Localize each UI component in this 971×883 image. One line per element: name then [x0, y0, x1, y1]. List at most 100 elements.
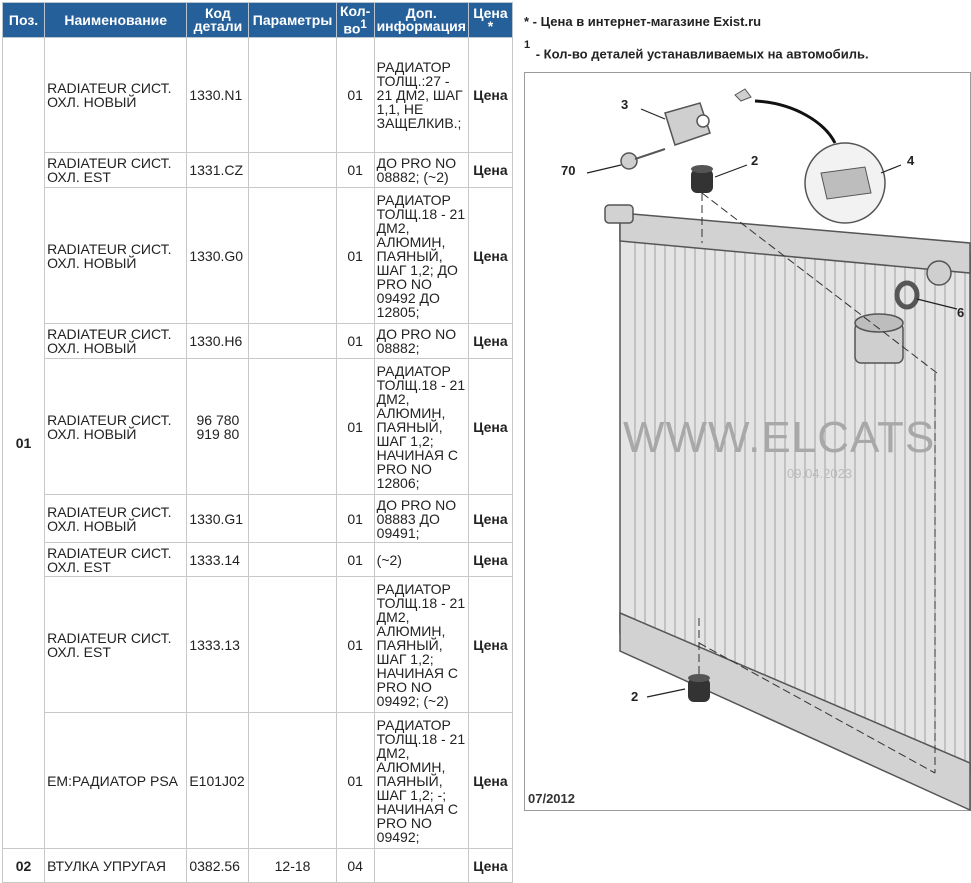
- radiator-diagram-svg: [586, 88, 971, 812]
- inlet-pipe: [604, 204, 634, 224]
- code-cell: 1330.G1: [186, 494, 250, 543]
- price-link[interactable]: Цена: [467, 37, 514, 153]
- params-cell: [248, 494, 337, 543]
- params-cell: [248, 187, 337, 324]
- qty-cell: 01: [335, 712, 375, 849]
- info-cell: РАДИАТОР ТОЛЩ.18 - 21 ДМ2, АЛЮМИН, ПАЯНЫ…: [373, 576, 469, 713]
- callout-2-bottom: 2: [631, 689, 639, 704]
- rubber-bush-bottom: [688, 674, 710, 702]
- qty-note: 1 - Кол-во деталей устанавливаемых на ав…: [524, 39, 869, 62]
- name-cell: RADIATEUR СИСТ. ОХЛ. НОВЫЙ: [44, 358, 188, 495]
- price-link[interactable]: Цена: [467, 152, 514, 188]
- qty-cell: 01: [335, 152, 375, 188]
- info-cell: РАДИАТОР ТОЛЩ.:27 - 21 ДМ2, ШАГ 1,1, НЕ …: [373, 37, 469, 153]
- parts-table: Поз. Наименование Код детали Параметры К…: [1, 2, 514, 883]
- header-code: Код детали: [186, 2, 250, 38]
- figure-date: 07/2012: [528, 791, 575, 806]
- price-note-prefix: *: [524, 14, 530, 29]
- callout-2-top: 2: [751, 153, 759, 168]
- code-cell: 1333.14: [186, 542, 250, 577]
- price-note-text: - Цена в интернет-магазине Exist.ru: [529, 14, 762, 29]
- header-name: Наименование: [44, 2, 188, 38]
- info-cell: [373, 848, 469, 883]
- params-cell: 12-18: [248, 848, 337, 883]
- name-cell: RADIATEUR СИСТ. ОХЛ. НОВЫЙ: [44, 37, 188, 153]
- code-cell: 96 780 919 80: [186, 358, 250, 495]
- params-cell: [248, 712, 337, 849]
- parts-diagram: 3 70 2 4 6 2 WWW.ELCATS 09.04.2023 07/20…: [524, 72, 971, 812]
- watermark-date: 09.04.2023: [787, 466, 853, 481]
- table-header-row: Поз. Наименование Код детали Параметры К…: [1, 2, 514, 38]
- qty-note-prefix: 1: [524, 39, 531, 51]
- callout-6: 6: [957, 305, 965, 320]
- name-cell: EM:РАДИАТОР PSA: [44, 712, 188, 849]
- header-params: Параметры: [248, 2, 337, 38]
- qty-cell: 01: [335, 187, 375, 324]
- info-cell: ДО PRO NO 08882; (~2): [373, 152, 469, 188]
- code-cell: 1331.CZ: [186, 152, 250, 188]
- header-qty-sup: 1: [360, 17, 367, 31]
- header-price: Цена*: [467, 2, 514, 38]
- params-cell: [248, 152, 337, 188]
- header-qty-label: Кол-во: [339, 2, 371, 37]
- qty-note-text: - Кол-во деталей устанавливаемых на авто…: [532, 46, 869, 62]
- name-cell: ВТУЛКА УПРУГАЯ: [44, 848, 188, 883]
- price-link[interactable]: Цена: [467, 358, 514, 495]
- params-cell: [248, 542, 337, 577]
- price-link[interactable]: Цена: [467, 542, 514, 577]
- callout-4: 4: [907, 153, 915, 168]
- radiator-top-tank: [619, 212, 971, 274]
- price-link[interactable]: Цена: [467, 323, 514, 359]
- radiator-bottom-tank: [619, 611, 971, 812]
- qty-cell: 04: [335, 848, 375, 883]
- name-cell: RADIATEUR СИСТ. ОХЛ. НОВЫЙ: [44, 323, 188, 359]
- callout-70: 70: [561, 163, 576, 178]
- price-link[interactable]: Цена: [467, 712, 514, 849]
- code-cell: E101J02: [186, 712, 250, 849]
- qty-cell: 01: [335, 358, 375, 495]
- qty-cell: 01: [335, 576, 375, 713]
- params-cell: [248, 37, 337, 153]
- name-cell: RADIATEUR СИСТ. ОХЛ. НОВЫЙ: [44, 187, 188, 324]
- qty-cell: 01: [335, 37, 375, 153]
- price-link[interactable]: Цена: [467, 187, 514, 324]
- qty-cell: 01: [335, 494, 375, 543]
- params-cell: [248, 358, 337, 495]
- info-cell: (~2): [373, 542, 469, 577]
- filler-neck: [854, 313, 904, 364]
- assembly-lines: [698, 192, 938, 774]
- header-price-label: Цена: [473, 5, 508, 21]
- header-qty: Кол-во1: [335, 2, 375, 38]
- name-cell: RADIATEUR СИСТ. ОХЛ. EST: [44, 542, 188, 577]
- callout-leaders: [586, 108, 958, 698]
- name-cell: RADIATEUR СИСТ. ОХЛ. EST: [44, 576, 188, 713]
- name-cell: RADIATEUR СИСТ. ОХЛ. НОВЫЙ: [44, 494, 188, 543]
- params-cell: [248, 576, 337, 713]
- bolt-part: [620, 148, 666, 170]
- info-cell: РАДИАТОР ТОЛЩ.18 - 21 ДМ2, АЛЮМИН, ПАЯНЫ…: [373, 187, 469, 324]
- params-cell: [248, 323, 337, 359]
- price-note: * - Цена в интернет-магазине Exist.ru: [524, 14, 761, 29]
- code-cell: 1333.13: [186, 576, 250, 713]
- o-ring-part: [894, 260, 952, 310]
- code-cell: 1330.H6: [186, 323, 250, 359]
- price-link[interactable]: Цена: [467, 848, 514, 883]
- info-cell: ДО PRO NO 08882;: [373, 323, 469, 359]
- price-link[interactable]: Цена: [467, 576, 514, 713]
- qty-cell: 01: [335, 323, 375, 359]
- rubber-bush-top: [691, 165, 713, 193]
- position-cell: 01: [1, 37, 46, 849]
- price-link[interactable]: Цена: [467, 494, 514, 543]
- info-cell: РАДИАТОР ТОЛЩ.18 - 21 ДМ2, АЛЮМИН, ПАЯНЫ…: [373, 358, 469, 495]
- bracket-part: [664, 102, 711, 146]
- watermark: WWW.ELCATS: [623, 413, 936, 462]
